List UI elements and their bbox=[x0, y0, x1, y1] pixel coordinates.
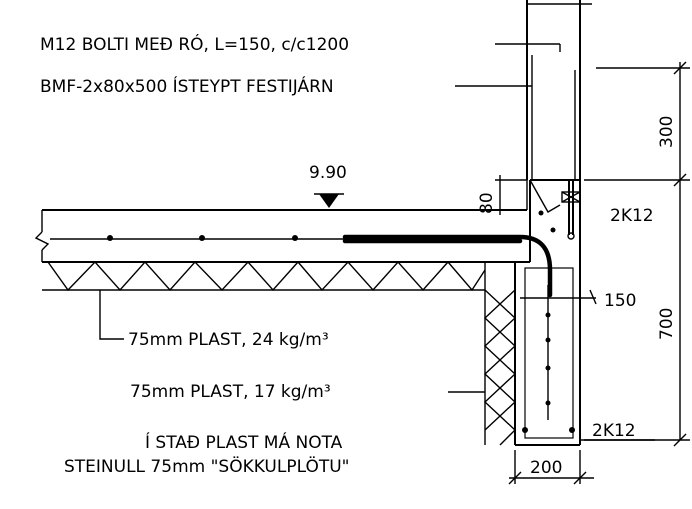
note-line-2: STEINULL 75mm "SÖKKULPLÖTU" bbox=[64, 455, 349, 477]
insulation-24-label: 75mm PLAST, 24 kg/m³ bbox=[128, 330, 329, 350]
floor-slab bbox=[34, 180, 553, 298]
dim-wall-upper: 300 bbox=[657, 116, 677, 148]
anchor-bolt bbox=[561, 180, 581, 240]
bolt-label: M12 BOLTI MEÐ RÓ, L=150, c/c1200 bbox=[40, 33, 349, 55]
dim-footing-depth: 150 bbox=[604, 291, 636, 311]
steel-strip-label: BMF-2x80x500 ÍSTEYPT FESTIJÁRN bbox=[40, 75, 334, 97]
dim-footing-width: 200 bbox=[530, 458, 562, 478]
dim-wall-lower: 700 bbox=[657, 308, 677, 340]
rebar-bottom-label: 2K12 bbox=[592, 421, 636, 441]
note-line-1: Í STAÐ PLAST MÁ NOTA bbox=[145, 431, 343, 453]
upper-wall bbox=[526, 0, 581, 180]
dim-slab-step: 80 bbox=[477, 192, 497, 214]
insulation-17-label: 75mm PLAST, 17 kg/m³ bbox=[130, 382, 331, 402]
insulation-under-slab bbox=[42, 260, 486, 292]
rebar-top-label: 2K12 bbox=[610, 206, 654, 226]
insulation-vertical bbox=[483, 262, 517, 446]
dimension-lines bbox=[495, 0, 690, 485]
level-text: 9.90 bbox=[309, 163, 347, 183]
foundation-wall bbox=[514, 179, 581, 446]
level-marker: 9.90 bbox=[309, 163, 347, 208]
